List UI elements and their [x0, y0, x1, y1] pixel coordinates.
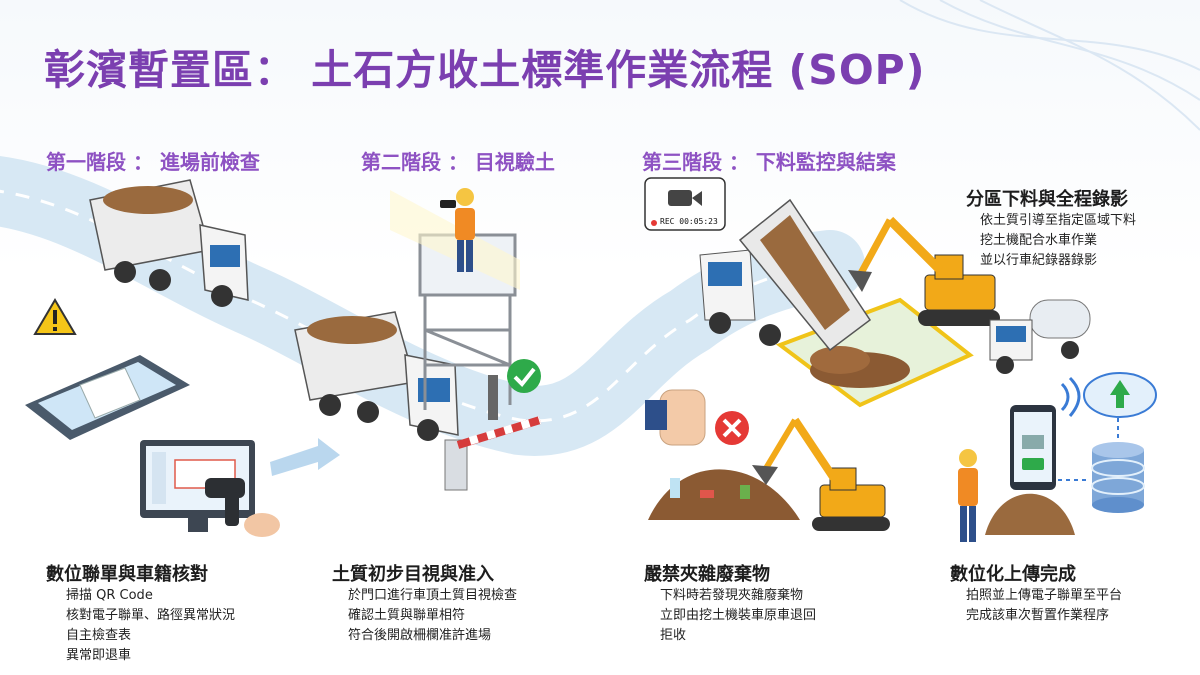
list-item: 符合後開啟柵欄准許進場 — [348, 626, 517, 646]
section-3-title: 分區下料與全程錄影 — [966, 185, 1128, 211]
wifi-icon — [1062, 378, 1079, 416]
section-4-title: 嚴禁夾雜廢棄物 — [644, 560, 770, 586]
page-title: 彰濱暫置區： 土石方收土標準作業流程 (SOP) — [44, 36, 925, 96]
recording-timestamp: REC 00:05:23 — [660, 217, 718, 226]
section-5-list: 拍照並上傳電子聯單至平台 完成該車次暫置作業程序 — [966, 586, 1122, 626]
list-item: 拒收 — [660, 626, 816, 646]
section-1-list: 掃描 QR Code 核對電子聯單、路徑異常狀況 自主檢查表 異常即退車 — [66, 586, 235, 666]
list-item: 於門口進行車頂土質目視檢查 — [348, 586, 517, 606]
stage-3-label: 第三階段 ： 下料監控與結案 — [642, 146, 896, 175]
smartphone-icon — [1010, 405, 1056, 490]
cloud-upload-icon — [1084, 373, 1156, 417]
list-item: 異常即退車 — [66, 646, 235, 666]
reject-x-icon — [715, 411, 749, 445]
stage-2-label: 第二階段 ： 目視驗土 — [361, 146, 555, 175]
list-item: 核對電子聯單、路徑異常狀況 — [66, 606, 235, 626]
section-1-title: 數位聯單與車籍核對 — [46, 560, 208, 586]
list-item: 立即由挖土機裝車原車退回 — [660, 606, 816, 626]
water-truck-icon — [990, 300, 1090, 374]
stop-hand-icon — [645, 390, 705, 445]
tablet-document-icon — [25, 355, 190, 440]
section-2-title: 土質初步目視與准入 — [332, 560, 494, 586]
waste-pile-icon — [648, 469, 800, 520]
decorative-waves — [900, 0, 1200, 130]
list-item: 確認土質與聯單相符 — [348, 606, 517, 626]
list-item: 自主檢查表 — [66, 626, 235, 646]
list-item: 完成該車次暫置作業程序 — [966, 606, 1122, 626]
list-item: 拍照並上傳電子聯單至平台 — [966, 586, 1122, 606]
list-item: 挖土機配合水車作業 — [980, 231, 1136, 251]
flow-arrow-icon — [270, 438, 340, 476]
section-2-list: 於門口進行車頂土質目視檢查 確認土質與聯單相符 符合後開啟柵欄准許進場 — [348, 586, 517, 646]
list-item: 並以行車紀錄器錄影 — [980, 251, 1136, 271]
section-5-title: 數位化上傳完成 — [950, 560, 1076, 586]
worker-phone-icon — [958, 449, 978, 542]
database-icon — [1092, 442, 1144, 513]
section-4-list: 下料時若發現夾雜廢棄物 立即由挖土機裝車原車退回 拒收 — [660, 586, 816, 646]
approved-check-icon — [507, 359, 541, 393]
warning-icon — [35, 300, 75, 334]
section-3-list: 依土質引導至指定區域下料 挖土機配合水車作業 並以行車紀錄器錄影 — [980, 211, 1136, 271]
soil-mound-icon — [985, 494, 1075, 535]
list-item: 下料時若發現夾雜廢棄物 — [660, 586, 816, 606]
list-item: 掃描 QR Code — [66, 586, 235, 606]
list-item: 依土質引導至指定區域下料 — [980, 211, 1136, 231]
stage-1-label: 第一階段 ： 進場前檢查 — [46, 146, 260, 175]
